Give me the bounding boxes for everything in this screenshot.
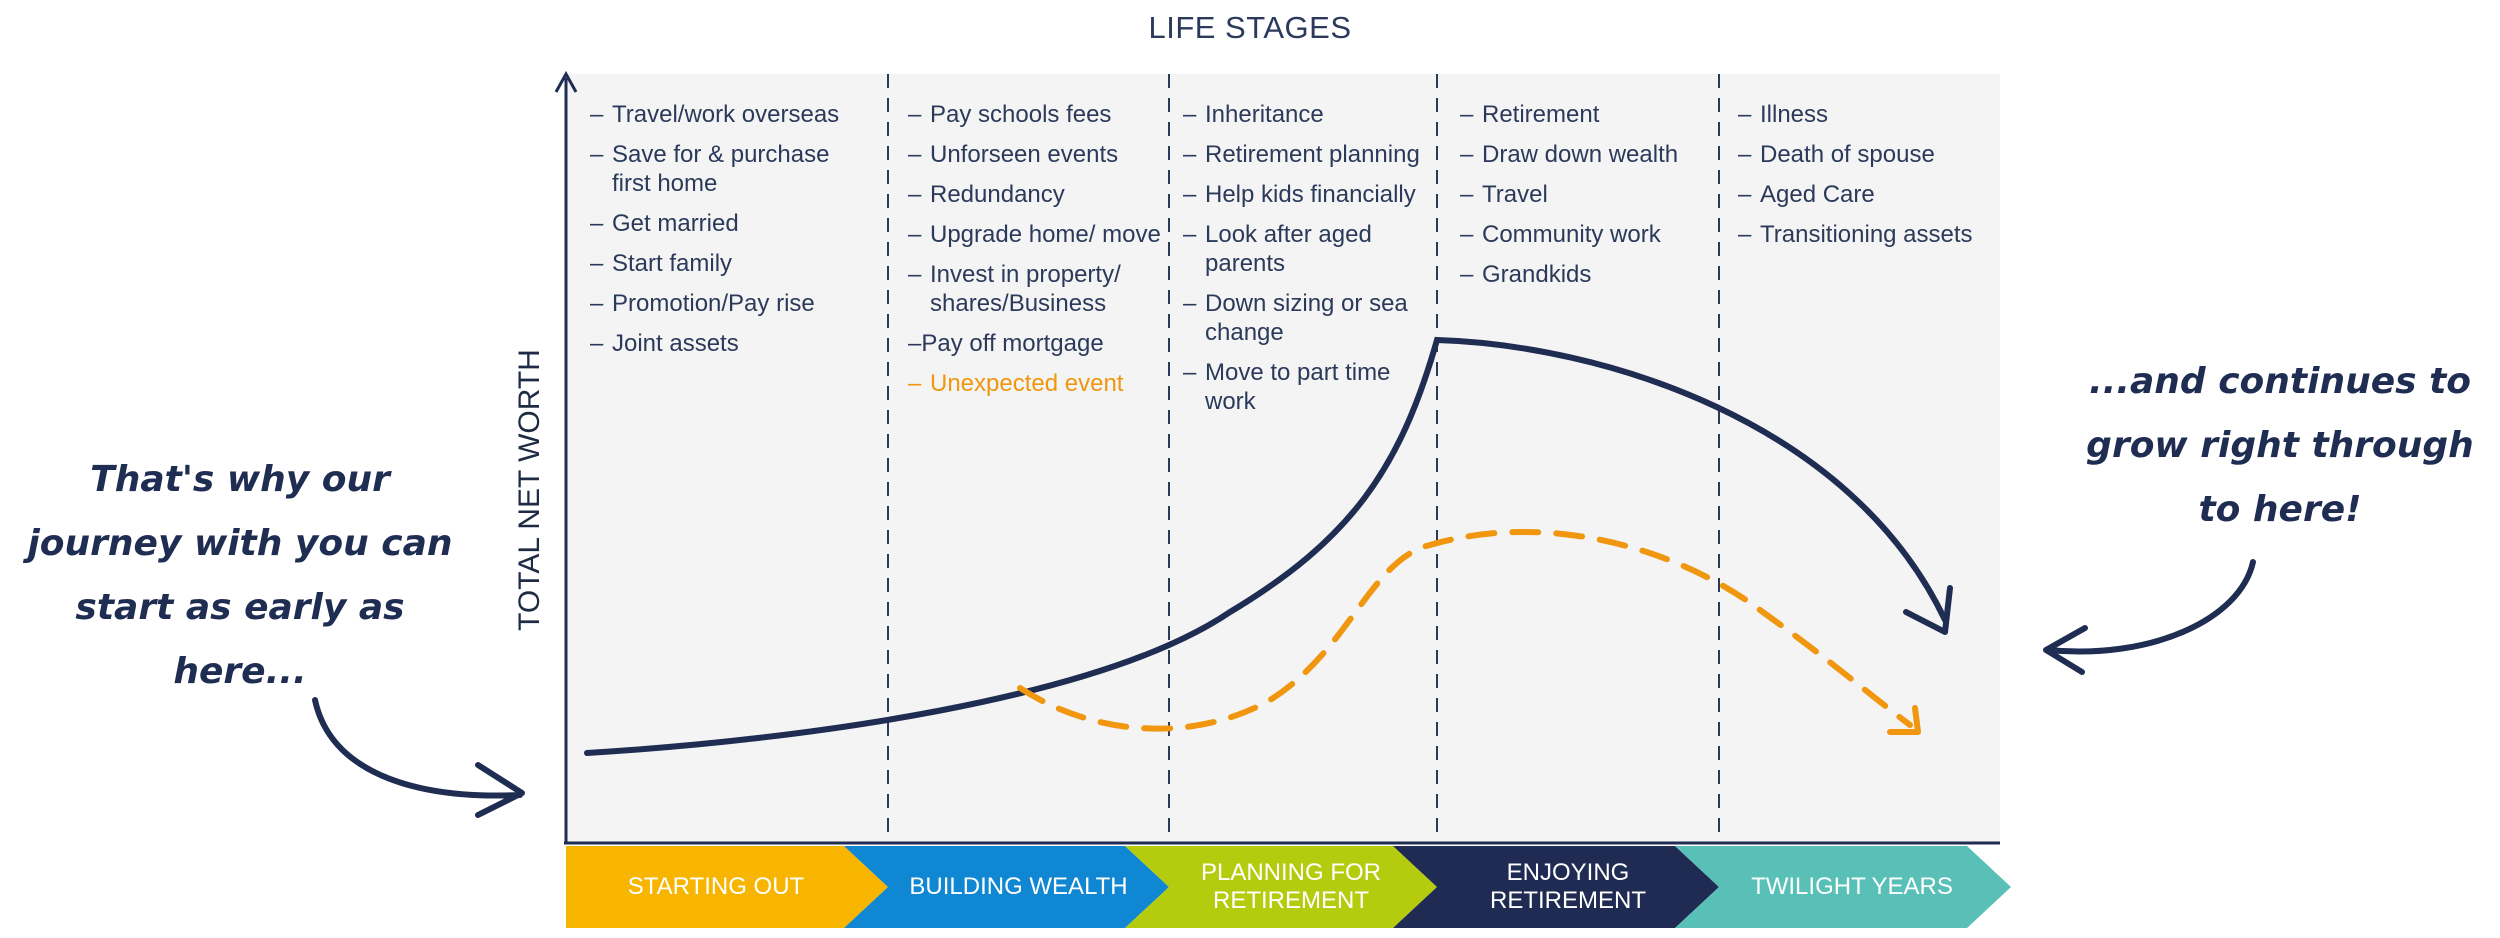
- right-note-arrow: [2045, 559, 2256, 655]
- stage-chevron-twilight: [1675, 846, 2011, 928]
- list-item: Invest in property/ shares/Business: [908, 260, 1166, 318]
- stage-list-enjoying: Retirement Draw down wealth Travel Commu…: [1460, 100, 1710, 300]
- right-note-arrowhead: [2043, 625, 2088, 675]
- list-item: Draw down wealth: [1460, 140, 1710, 169]
- stage-label-planning: PLANNING FOR RETIREMENT: [1200, 859, 1382, 914]
- left-note-arrowhead: [475, 762, 525, 818]
- list-item: Get married: [590, 209, 870, 238]
- list-item: Unforseen events: [908, 140, 1166, 169]
- list-item: Aged Care: [1738, 180, 1988, 209]
- stage-chevron-building-wealth: [844, 846, 1169, 928]
- list-item: Move to part time work: [1183, 358, 1423, 416]
- stage-list-twilight: Illness Death of spouse Aged Care Transi…: [1738, 100, 1988, 260]
- list-item: Grandkids: [1460, 260, 1710, 289]
- list-item: Retirement planning: [1183, 140, 1423, 169]
- list-item-unexpected-event: Unexpected event: [908, 369, 1166, 398]
- left-note: That's why our journey with you can star…: [27, 459, 453, 692]
- net-worth-arrowhead: [1903, 585, 1953, 635]
- list-item: Start family: [590, 249, 870, 278]
- list-item: Joint assets: [590, 329, 870, 358]
- stage-list-building-wealth: Pay schools fees Unforseen events Redund…: [908, 100, 1166, 409]
- stage-list-planning: Inheritance Retirement planning Help kid…: [1183, 100, 1423, 427]
- stage-list-starting-out: Travel/work overseas Save for & purchase…: [590, 100, 870, 369]
- list-item: Travel/work overseas: [590, 100, 870, 129]
- list-item: Retirement: [1460, 100, 1710, 129]
- list-item: Promotion/Pay rise: [590, 289, 870, 318]
- list-item: Help kids financially: [1183, 180, 1423, 209]
- left-note-arrow: [312, 697, 523, 799]
- stage-label-starting-out: STARTING OUT: [627, 873, 805, 900]
- stage-label-twilight: TWILIGHT YEARS: [1751, 873, 1953, 900]
- list-item: Down sizing or sea change: [1183, 289, 1423, 347]
- list-item: Upgrade home/ move: [908, 220, 1166, 249]
- stage-chevron-planning: [1125, 846, 1437, 928]
- right-note: ...and continues to grow right through t…: [2086, 361, 2474, 530]
- list-item: Pay schools fees: [908, 100, 1166, 129]
- list-item: Redundancy: [908, 180, 1166, 209]
- list-item: Community work: [1460, 220, 1710, 249]
- list-item: Inheritance: [1183, 100, 1423, 129]
- net-worth-curve: [584, 336, 1948, 756]
- list-item: Save for & purchase first home: [590, 140, 870, 198]
- unexpected-event-curve: [1017, 528, 1913, 732]
- unexpected-event-arrowhead: [1887, 705, 1921, 735]
- stage-label-enjoying: ENJOYING RETIREMENT: [1490, 859, 1646, 914]
- stage-chevron-enjoying: [1393, 846, 1719, 928]
- list-item: Travel: [1460, 180, 1710, 209]
- stage-chevron-starting-out: [566, 846, 888, 928]
- list-item: Look after aged parents: [1183, 220, 1423, 278]
- list-item: –Pay off mortgage: [908, 330, 1104, 357]
- y-axis-arrow: [554, 70, 578, 93]
- chart-title: LIFE STAGES: [1148, 10, 1352, 45]
- list-item: Transitioning assets: [1738, 220, 1988, 249]
- list-item: Death of spouse: [1738, 140, 1988, 169]
- stage-label-building-wealth: BUILDING WEALTH: [909, 873, 1128, 900]
- list-item: Illness: [1738, 100, 1988, 129]
